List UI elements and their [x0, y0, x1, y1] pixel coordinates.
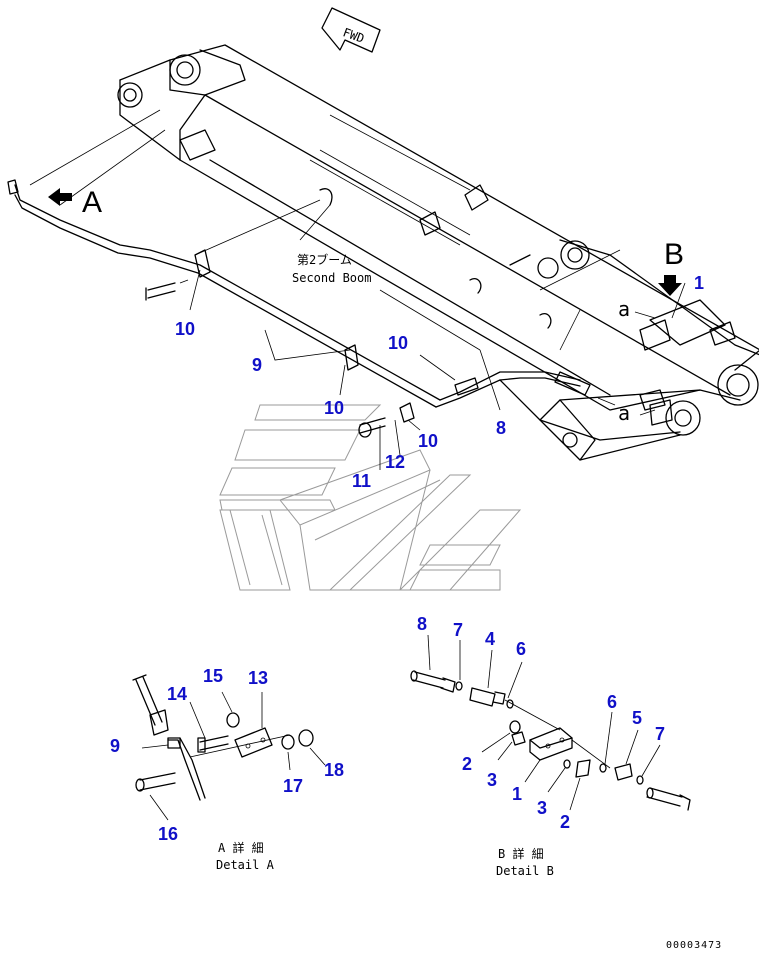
detail-b-callout-2: 2: [560, 812, 570, 832]
detail-a-title-en: Detail A: [216, 858, 275, 872]
callout-10: 10: [418, 431, 438, 451]
detail-b-callout-3: 3: [537, 798, 547, 818]
callout-9: 9: [252, 355, 262, 375]
detail-a-callout-14: 14: [167, 684, 187, 704]
boom-label: 第2ブーム Second Boom: [292, 252, 371, 285]
detail-b-callout-4: 4: [485, 629, 495, 649]
drawing-number: 00003473: [666, 940, 722, 951]
svg-text:FWD: FWD: [341, 25, 366, 46]
svg-text:A: A: [82, 186, 102, 219]
view-a-arrow: A: [48, 186, 102, 219]
fwd-arrow: FWD: [321, 7, 381, 53]
second-boom: [117, 44, 759, 461]
callout-8: 8: [496, 418, 506, 438]
callout-10: 10: [324, 398, 344, 418]
callout-1: 1: [694, 273, 704, 293]
detail-a-callout-18: 18: [324, 760, 344, 780]
detail-b-callout-3: 3: [487, 770, 497, 790]
detail-b: 8 7 4 6 2 3 1 3 2 6 5 7 B 詳 細 Detail B: [410, 614, 691, 878]
callout-10: 10: [175, 319, 195, 339]
detail-a-callout-9: 9: [110, 736, 120, 756]
detail-b-callout-7: 7: [453, 620, 463, 640]
detail-b-title-jp: B 詳 細: [498, 846, 544, 861]
boom-label-en: Second Boom: [292, 271, 371, 285]
detail-a-title-jp: A 詳 細: [218, 840, 264, 855]
section-marker-leaders: [634, 311, 656, 416]
detail-b-callout-8: 8: [417, 614, 427, 634]
detail-b-title-en: Detail B: [496, 864, 554, 878]
section-marker-a-1: a: [618, 297, 630, 321]
detail-b-callout-7: 7: [655, 724, 665, 744]
callout-11: 11: [352, 471, 371, 491]
section-marker-a-2: a: [618, 401, 630, 425]
callout-10: 10: [388, 333, 408, 353]
main-callouts: 1 8 9 10 10 10 10 11 12: [175, 273, 704, 491]
detail-b-callout-6: 6: [607, 692, 617, 712]
svg-text:B: B: [664, 238, 684, 271]
detail-a-callout-17: 17: [283, 776, 303, 796]
detail-b-callout-5: 5: [632, 708, 642, 728]
boom-label-jp: 第2ブーム: [297, 252, 352, 267]
view-b-arrow: B: [658, 238, 684, 296]
detail-a-callout-16: 16: [158, 824, 178, 844]
callout-12: 12: [385, 452, 405, 472]
watermark-logo: [219, 404, 522, 591]
detail-b-callout-1: 1: [512, 784, 522, 804]
detail-a-callout-15: 15: [203, 666, 223, 686]
detail-b-callout-2: 2: [462, 754, 472, 774]
detail-a-callout-13: 13: [248, 668, 268, 688]
detail-b-callout-6: 6: [516, 639, 526, 659]
main-leaders: [29, 109, 686, 470]
detail-a: 9 13 14 15 16 17 18 A 詳 細 Detail A: [110, 666, 344, 872]
